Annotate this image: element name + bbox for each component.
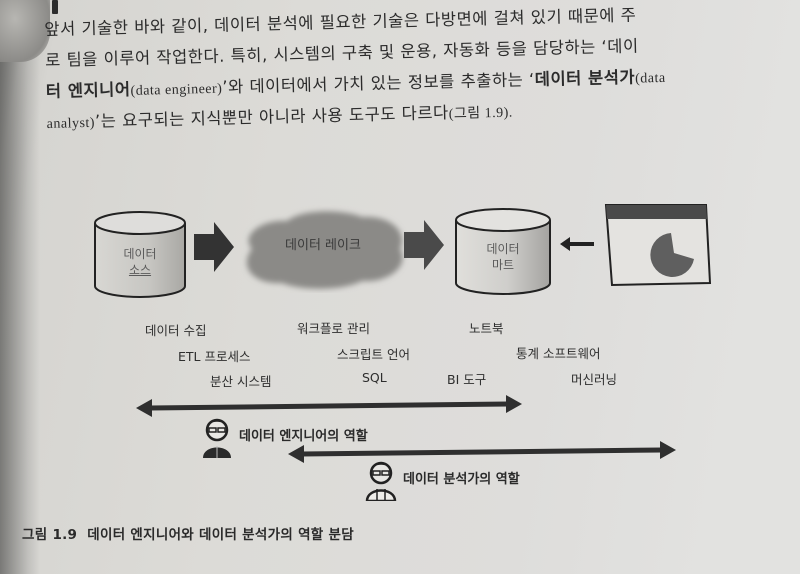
skill-data-collection: 데이터 수집: [145, 323, 207, 338]
data-source-label-2: 소스: [128, 263, 152, 277]
skill-machine-learning: 머신러닝: [571, 372, 618, 387]
caption-number: 그림 1.9: [22, 527, 78, 543]
skill-workflow-management: 워크플로 관리: [297, 321, 370, 336]
data-mart-cylinder: 데이터 마트: [453, 205, 553, 297]
skill-etl-process: ETL 프로세스: [178, 349, 251, 364]
skill-statistics-software: 통계 소프트웨어: [516, 346, 601, 361]
engineer-role-label: 데이터 엔지니어의 역할: [239, 429, 368, 444]
page-mark: [52, 0, 58, 14]
data-lake-label: 데이터 레이크: [285, 238, 361, 253]
right-arrow-icon: [404, 220, 444, 270]
data-source-label-1: 데이터: [123, 247, 157, 261]
engineer-person-icon: [203, 418, 231, 458]
data-source-cylinder: 데이터 소스: [92, 208, 188, 300]
data-lake-cloud-icon: [246, 211, 403, 289]
data-mart-label-2: 마트: [491, 258, 515, 272]
analyst-person-icon: [365, 461, 397, 501]
left-arrow-icon: [560, 237, 594, 251]
skill-sql: SQL: [362, 370, 387, 385]
skill-script-language: 스크립트 언어: [337, 347, 410, 362]
finger-shadow: [0, 0, 50, 62]
analyst-role-label: 데이터 분석가의 역할: [403, 472, 520, 487]
caption-text: 데이터 엔지니어와 데이터 분석가의 역할 분담: [87, 527, 354, 543]
database-icon: [455, 208, 551, 295]
database-icon: [94, 211, 186, 298]
skill-bi-tool: BI 도구: [447, 372, 487, 387]
right-arrow-icon: [194, 222, 234, 272]
figure-caption: 그림 1.9 데이터 엔지니어와 데이터 분석가의 역할 분담: [22, 523, 354, 543]
analyst-role-double-arrow: [288, 441, 676, 463]
data-mart-label-1: 데이터: [486, 242, 520, 256]
page-gutter-shadow: [0, 0, 40, 574]
engineer-role-double-arrow: [136, 395, 522, 417]
pie-chart-window-icon: [604, 204, 712, 287]
skill-notebook: 노트북: [469, 321, 504, 336]
skill-distributed-system: 분산 시스템: [210, 374, 272, 389]
